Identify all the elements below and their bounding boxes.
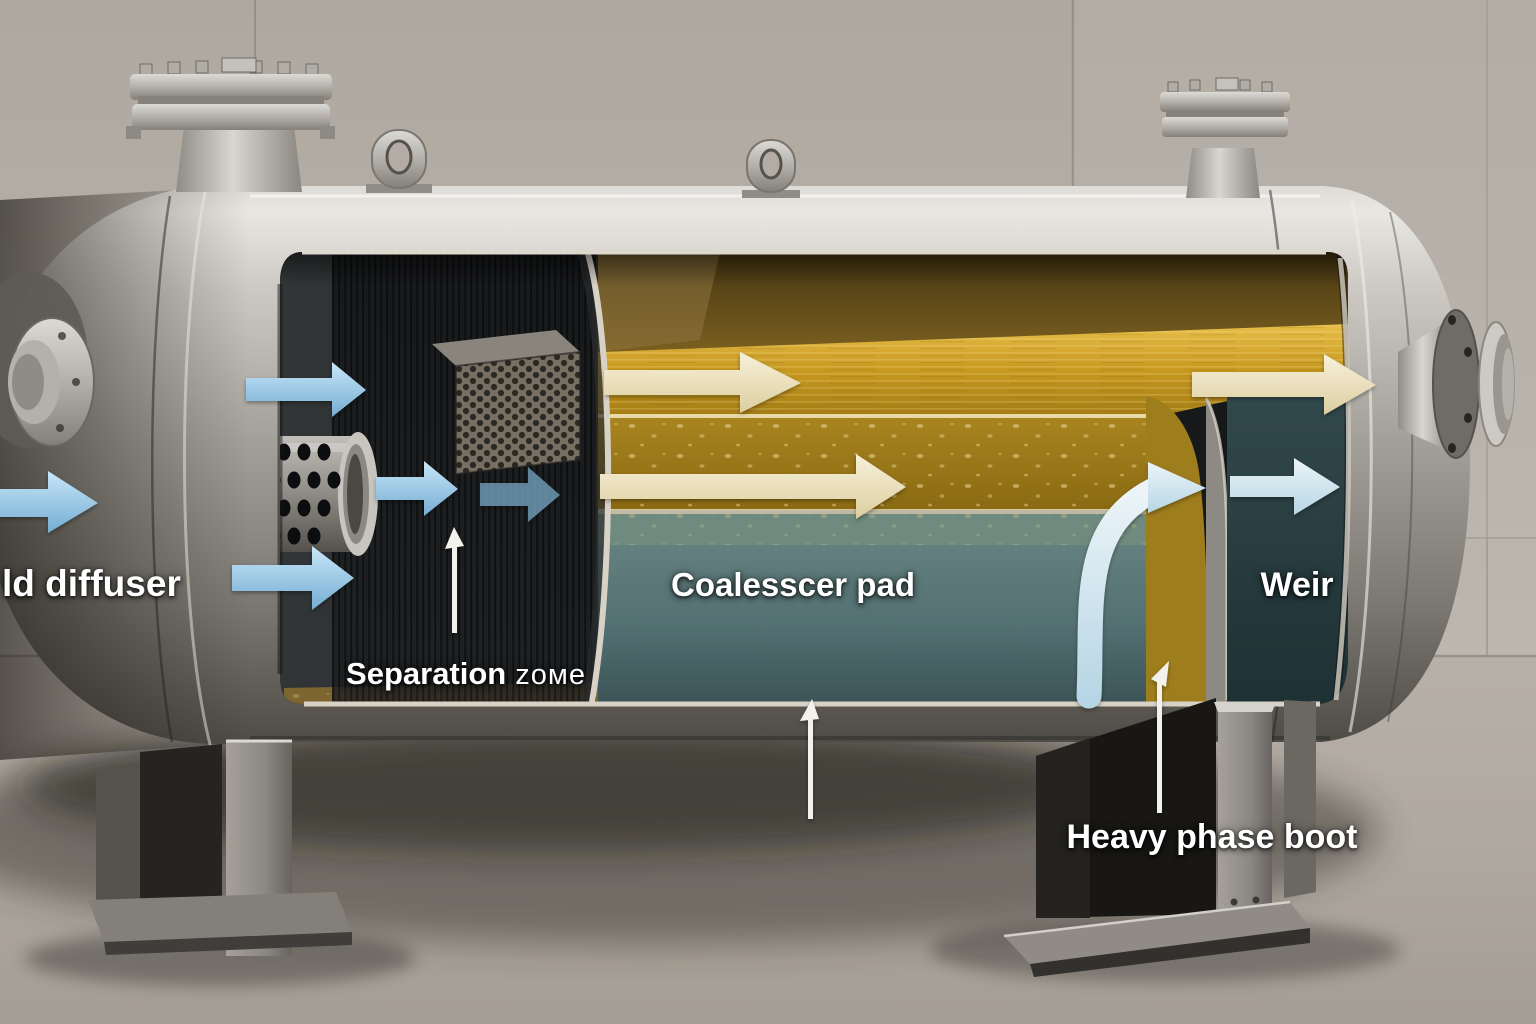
oil-flow-arrow-2: [600, 454, 906, 519]
weir-plate: [1206, 398, 1227, 704]
outlet-chamber: [1227, 392, 1348, 704]
inlet-flow-arrow-3: [376, 461, 458, 516]
inlet-flow-arrow-5: [232, 546, 354, 610]
saddle-support-left: [88, 739, 352, 956]
callout-line-water: [800, 699, 819, 819]
label-heavy-phase-boot: Heavy phase boot: [1066, 818, 1358, 856]
cut-rim-right: [1333, 257, 1352, 701]
lifting-lug-1: [366, 129, 432, 193]
outlet-flow-arrow-curve: [1076, 478, 1165, 709]
label-separation-zone-bold: Separation: [346, 656, 507, 691]
oil-flow-arrow-3: [1192, 354, 1376, 415]
oil-flow-arrow-1: [604, 352, 801, 413]
label-weir: Weir: [1260, 566, 1334, 604]
side-inlet-nozzle: [0, 272, 95, 448]
lifting-lug-2: [742, 139, 800, 198]
saddle-support-right: [1003, 698, 1316, 977]
label-inlet-diffuser: ld diffuser: [2, 563, 181, 604]
water-layer: [598, 545, 1150, 704]
top-inlet-nozzle: [126, 57, 335, 192]
inlet-flow-arrow-1: [0, 471, 98, 533]
divider-baffle: [577, 252, 607, 703]
callout-line-separation-zone: [445, 527, 464, 633]
inlet-flow-arrow-2: [246, 362, 366, 417]
inlet-flow-arrow-4: [480, 467, 560, 522]
vane-pack: [432, 330, 581, 476]
outlet-flow-arrow-curve-head: [1148, 462, 1206, 513]
inlet-diffuser-pipe: [280, 432, 378, 556]
callout-line-heavy-phase-boot: [1151, 661, 1169, 813]
side-outlet-nozzle: [1398, 309, 1515, 459]
oil-layer: [598, 324, 1348, 419]
outlet-flow-arrow-1: [1230, 458, 1340, 515]
label-separation-zone-rest: zoме: [515, 659, 586, 691]
top-gas-outlet-nozzle: [1160, 77, 1290, 198]
label-coalescer-pad: Coalesscer pad: [671, 566, 915, 603]
